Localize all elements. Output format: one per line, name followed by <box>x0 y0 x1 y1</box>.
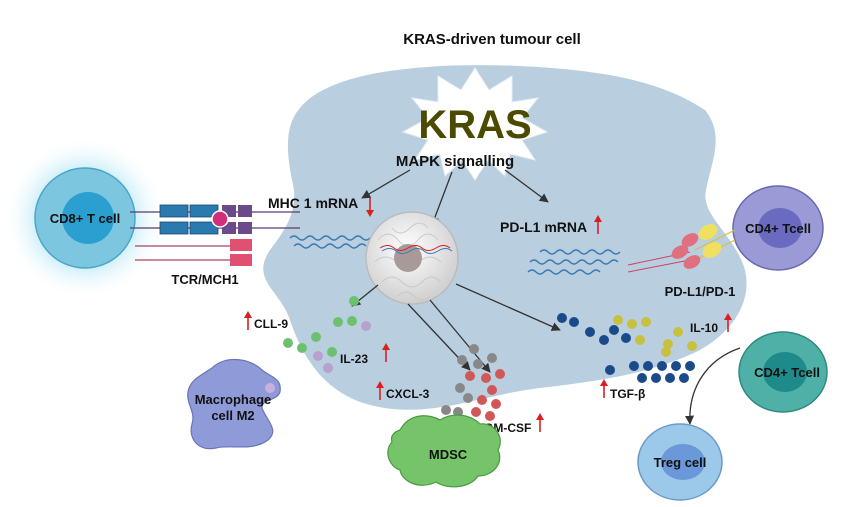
tcr-mhc-complex <box>130 204 300 266</box>
mhc-down-arrow <box>366 198 374 217</box>
il10-label: IL-10 <box>690 321 718 335</box>
nucleus-to-tgf-arrow <box>455 283 561 331</box>
il10-dots <box>613 315 697 357</box>
gmcsf-dots <box>465 369 505 421</box>
il23-up-arrow <box>382 343 390 362</box>
mapk-label: MAPK signalling <box>396 153 514 170</box>
macrophage-engulfed-particle <box>265 383 275 393</box>
cll9-up-arrow <box>244 311 252 330</box>
cd4-to-treg-arrow <box>684 347 741 425</box>
tgfb-up-arrow <box>600 379 608 398</box>
treg-cell <box>637 423 723 501</box>
tgfb-label: TGF-β <box>610 387 645 401</box>
pdl1-pd1-label: PD-L1/PD-1 <box>665 284 736 299</box>
mapk-to-nucleus-arrow <box>430 171 453 226</box>
kras-burst <box>401 67 549 181</box>
macrophage-label-line1: Macrophage <box>195 392 272 407</box>
cll9-label: CLL-9 <box>254 317 288 331</box>
il23-label: IL-23 <box>340 352 368 366</box>
mapk-to-mhc-arrow <box>361 169 411 199</box>
cd4-bottom-label: CD4+ Tcell <box>754 365 820 380</box>
cd4-top-label: CD4+ Tcell <box>745 221 811 236</box>
tumour-cell-body <box>263 65 747 410</box>
il10-up-arrow <box>724 313 732 332</box>
mdsc-label: MDSC <box>429 447 468 462</box>
mapk-to-pdl1-arrow <box>504 169 549 203</box>
cd4-top-cell <box>732 185 824 271</box>
pdl1-mrna-label: PD-L1 mRNA <box>500 219 587 235</box>
pdl1-mrna-strands <box>527 249 621 275</box>
mhc-mrna-strands <box>289 235 371 249</box>
macrophage-label-line2: cell M2 <box>211 408 254 423</box>
mhc-mrna-label: MHC 1 mRNA <box>268 195 358 211</box>
treg-label: Treg cell <box>654 455 707 470</box>
cd8-label: CD8+ T cell <box>50 211 120 226</box>
cd8-t-cell <box>34 167 136 269</box>
gmcsf-up-arrow <box>536 413 544 432</box>
nucleus <box>365 211 459 305</box>
cxcl3-label: CXCL-3 <box>386 387 430 401</box>
cll9-dots <box>283 296 359 357</box>
pdl1-pd1-binding <box>627 224 736 273</box>
macrophage-m2-cell <box>187 359 281 450</box>
tgfb-dots <box>557 313 695 383</box>
mdsc-cell <box>387 414 501 488</box>
pdl1-up-arrow <box>594 215 602 234</box>
cxcl3-up-arrow <box>376 381 384 400</box>
diagram-title: KRAS-driven tumour cell <box>403 31 581 48</box>
cd4-bottom-cell <box>738 331 828 413</box>
tcr-mch1-label: TCR/MCH1 <box>171 272 238 287</box>
kras-label: KRAS <box>418 103 531 147</box>
